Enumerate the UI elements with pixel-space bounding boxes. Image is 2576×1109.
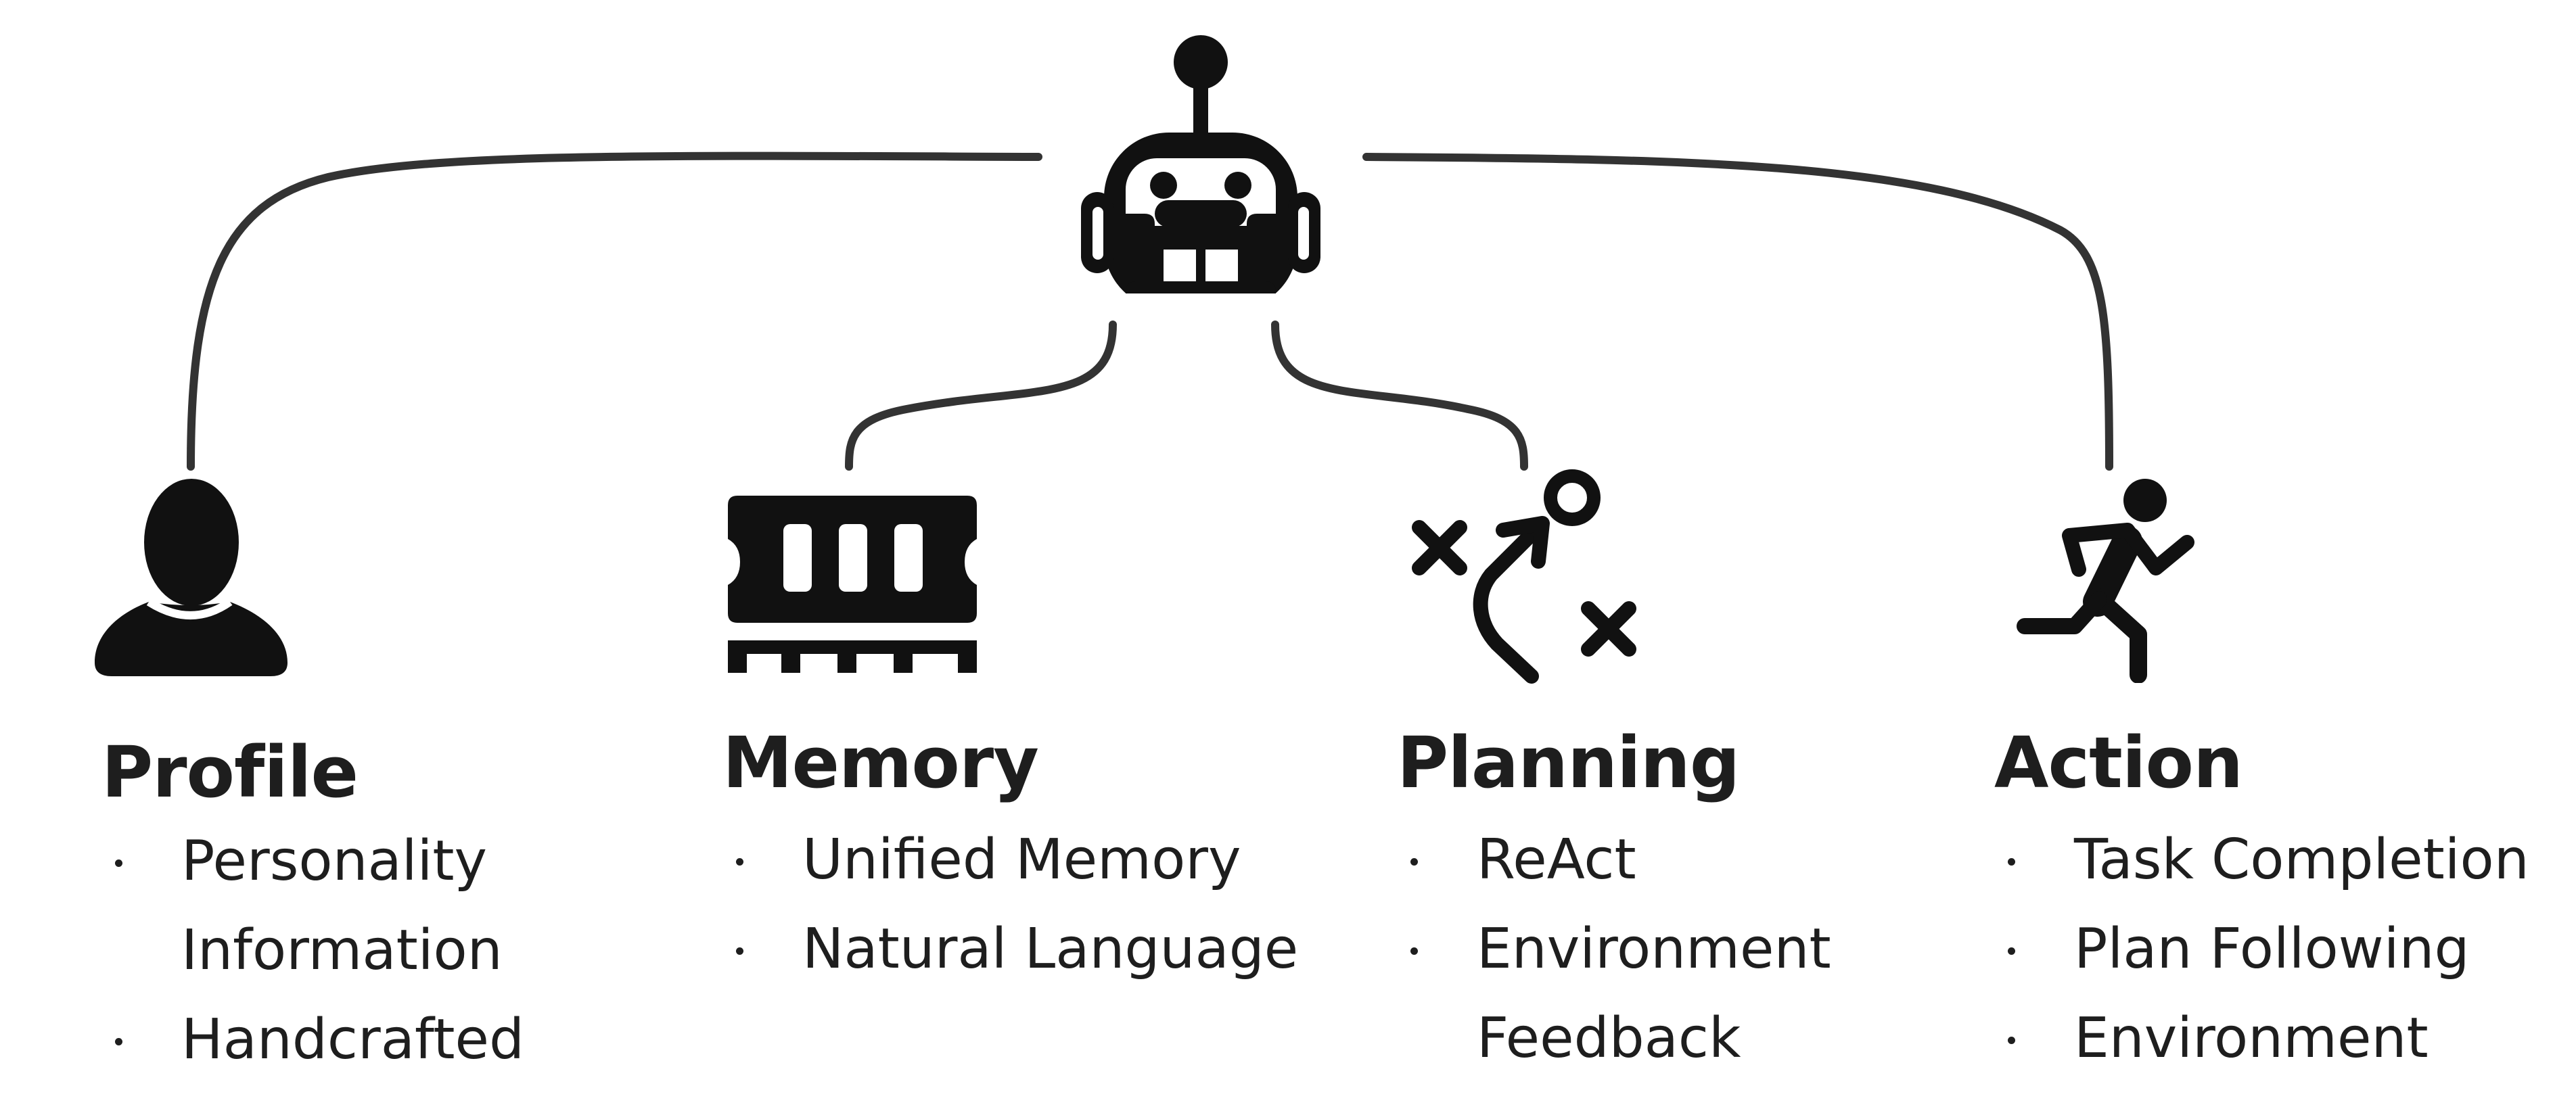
list-item: Natural Language [722,905,1298,994]
list-item: ReAct [1397,816,1831,905]
list-item-text: Environment [1477,917,1831,981]
profile-list: Personality Information Handcrafted [101,817,524,1085]
list-item-text-continued: Feedback [1477,1006,1741,1070]
planning-column: Planning ReAct Environment Feedback [1397,728,1831,1083]
list-item-text-continued: Information [181,918,503,983]
list-item-text: Plan Following [2074,917,2470,981]
list-item-text: ReAct [1477,828,1636,892]
list-item: Plan Following [1994,905,2529,994]
profile-column: Profile Personality Information Handcraf… [101,737,524,1085]
user-profile-icon [95,479,288,676]
connector-memory [845,321,1117,471]
memory-module-icon [728,496,977,673]
list-item: Handcrafted [101,995,524,1085]
list-item-text: Unified Memory [802,828,1241,892]
list-item: Task Completion [1994,816,2529,905]
list-item: Environment Feedback [1397,905,1831,1083]
memory-column: Memory Unified Memory Natural Language [722,728,1298,994]
robot-icon [1081,35,1320,293]
list-item: Personality Information [101,817,524,995]
list-item-text: Task Completion [2074,828,2529,892]
list-item: Environment [1994,994,2529,1083]
list-item-text: Natural Language [802,917,1299,981]
list-item: Unified Memory [722,816,1298,905]
memory-list: Unified Memory Natural Language [722,816,1298,994]
action-title: Action [1994,722,2243,804]
list-item-text: Environment [2074,1006,2429,1070]
list-item-text: Personality [181,829,488,893]
planning-title: Planning [1397,722,1740,804]
memory-title: Memory [722,722,1039,804]
action-list: Task Completion Plan Following Environme… [1994,816,2529,1083]
connector-planning [1271,321,1528,471]
connector-profile [187,151,1042,471]
planning-list: ReAct Environment Feedback [1397,816,1831,1083]
profile-title: Profile [101,731,359,813]
action-column: Action Task Completion Plan Following En… [1994,728,2529,1083]
list-item-text: Handcrafted [181,1008,525,1072]
planning-strategy-icon [1412,469,1636,684]
running-person-icon [2017,479,2194,683]
connector-action [1362,153,2113,471]
